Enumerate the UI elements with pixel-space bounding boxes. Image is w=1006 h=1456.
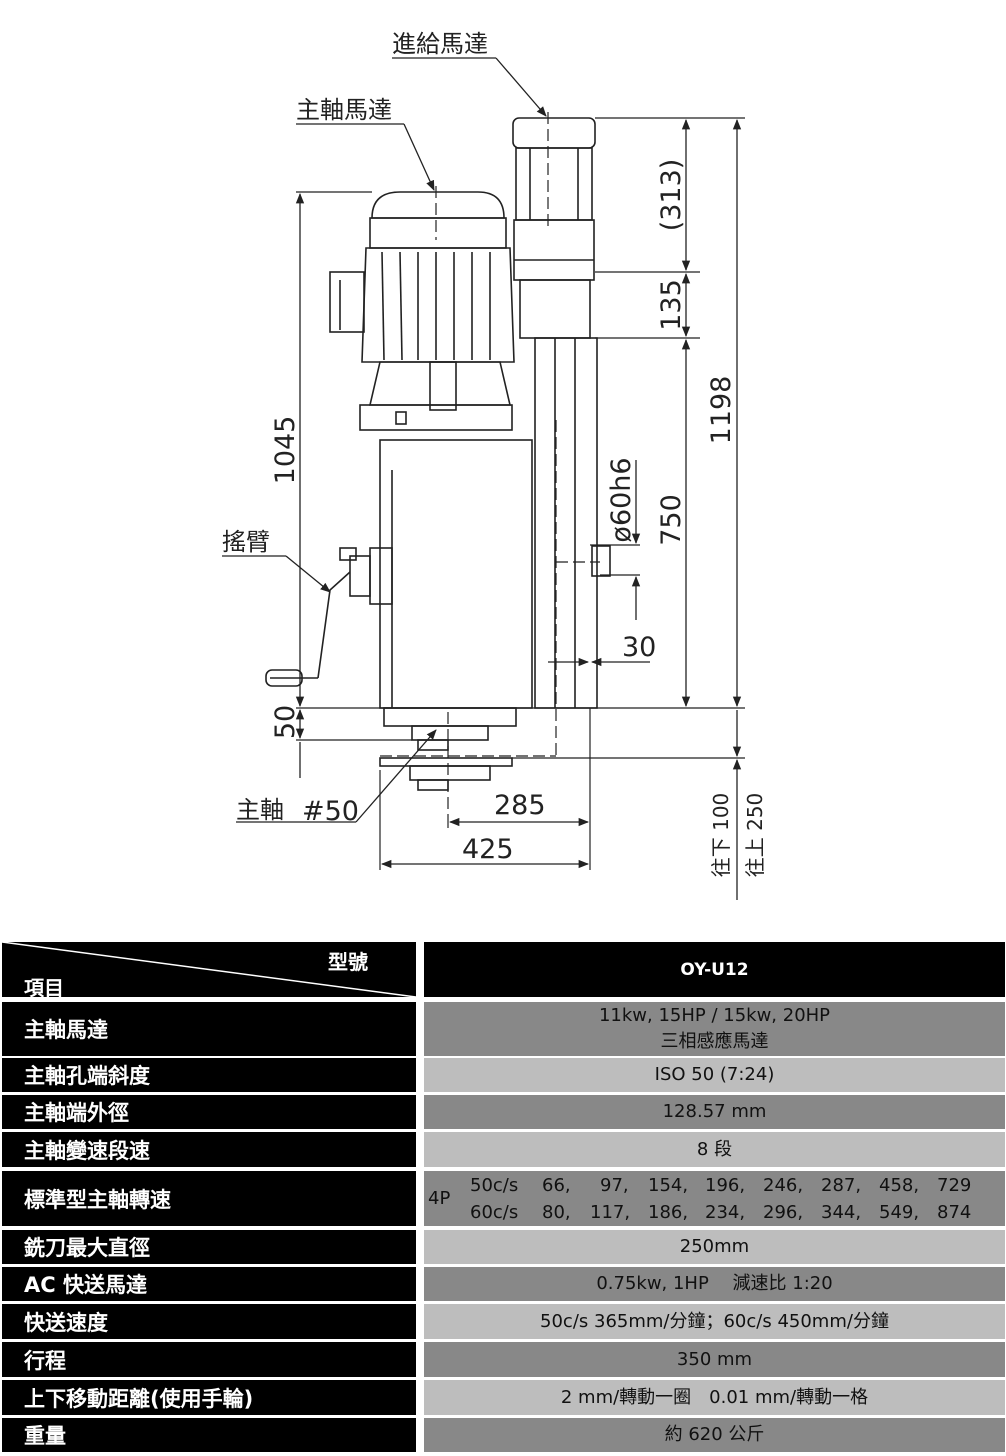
dim-down-100: 往下 100 xyxy=(709,793,733,878)
row-value-line: 250mm xyxy=(679,1236,750,1257)
row-label: 上下移動距離(使用手輪) xyxy=(2,1380,416,1415)
speed-value: 344, xyxy=(821,1202,862,1223)
speed-values: 4P 50c/s 66, 97, 154, 196, 246, 287, 458… xyxy=(424,1171,1005,1226)
drawing-svg: 進給馬達 主軸馬達 搖臂 主軸 #50 (313) 135 1198 1045 … xyxy=(222,30,767,900)
row-value: 50c/s 365mm/分鐘；60c/s 450mm/分鐘 xyxy=(424,1304,1005,1339)
row-value: 250mm xyxy=(424,1230,1005,1264)
header-diagonal xyxy=(2,942,416,997)
table-header-item: 型號 項目 xyxy=(2,942,416,997)
row-label: 銑刀最大直徑 xyxy=(2,1230,416,1264)
row-value: 0.75kw, 1HP 減速比 1:20 xyxy=(424,1267,1005,1301)
row-value-line: 350 mm xyxy=(676,1348,753,1370)
label-spindle-motor: 主軸馬達 xyxy=(296,96,392,124)
speed-pole: 4P xyxy=(428,1188,451,1209)
header-model-value: OY-U12 xyxy=(424,942,1005,997)
speed-grid: 4P 50c/s 66, 97, 154, 196, 246, 287, 458… xyxy=(424,1171,1005,1226)
row-label: 主軸變速段速 xyxy=(2,1132,416,1167)
header-model-label: 型號 xyxy=(328,950,368,974)
row-label: 主軸孔端斜度 xyxy=(2,1058,416,1092)
speed-value: 196, xyxy=(705,1175,746,1196)
row-value-line: ISO 50 (7:24) xyxy=(654,1064,775,1085)
header-item-label: 項目 xyxy=(24,976,64,997)
speed-value: 66, xyxy=(542,1175,571,1196)
speed-value: 729 xyxy=(937,1175,972,1196)
row-value-line: 8 段 xyxy=(696,1138,733,1160)
speed-value: 80, xyxy=(542,1202,571,1223)
speed-value: 287, xyxy=(821,1175,862,1196)
row-value-line: 三相感應馬達 xyxy=(660,1031,769,1052)
speed-value: 874 xyxy=(937,1202,972,1223)
row-value-line: 128.57 mm xyxy=(662,1101,767,1122)
speed-value: 97, xyxy=(600,1175,629,1196)
speed-value: 246, xyxy=(763,1175,804,1196)
speed-freq-50: 50c/s xyxy=(470,1175,519,1196)
row-value-line: 2 mm/轉動一圈 0.01 mm/轉動一格 xyxy=(560,1386,869,1408)
dim-60h6: ø60h6 xyxy=(606,457,637,542)
dim-1045: 1045 xyxy=(270,416,301,485)
dim-1198: 1198 xyxy=(706,376,737,445)
row-value: 8 段 xyxy=(424,1132,1005,1167)
dim-50: 50 xyxy=(270,705,301,739)
row-label: 快送速度 xyxy=(2,1304,416,1339)
dim-425: 425 xyxy=(462,834,514,865)
center-lines xyxy=(380,112,600,822)
row-value: 350 mm xyxy=(424,1342,1005,1377)
row-label: 主軸馬達 xyxy=(2,1002,416,1056)
row-value: 128.57 mm xyxy=(424,1095,1005,1129)
dim-313: (313) xyxy=(656,159,687,232)
row-value: 約 620 公斤 xyxy=(424,1418,1005,1452)
row-value-line: 約 620 公斤 xyxy=(664,1424,765,1445)
machine-outline xyxy=(265,117,611,791)
row-label: AC 快送馬達 xyxy=(2,1267,416,1301)
speed-freq-60: 60c/s xyxy=(470,1202,519,1223)
row-label: 行程 xyxy=(2,1342,416,1377)
speed-value: 154, xyxy=(648,1175,689,1196)
extension-lines xyxy=(296,117,745,870)
technical-drawing: 進給馬達 主軸馬達 搖臂 主軸 #50 (313) 135 1198 1045 … xyxy=(222,30,767,900)
label-feed-motor: 進給馬達 xyxy=(392,30,488,58)
row-value-line: 50c/s 365mm/分鐘；60c/s 450mm/分鐘 xyxy=(540,1310,889,1332)
label-spindle-taper: #50 xyxy=(302,796,359,827)
row-value-line: 0.75kw, 1HP 減速比 1:20 xyxy=(596,1273,833,1294)
dimension-lines xyxy=(295,118,742,900)
dim-135: 135 xyxy=(656,279,687,331)
row-value: ISO 50 (7:24) xyxy=(424,1058,1005,1092)
dim-285: 285 xyxy=(494,790,546,821)
row-value-line: 11kw, 15HP / 15kw, 20HP xyxy=(598,1005,831,1026)
dim-750: 750 xyxy=(656,494,687,546)
speed-value: 234, xyxy=(705,1202,746,1223)
speed-value: 296, xyxy=(763,1202,804,1223)
row-label: 重量 xyxy=(2,1418,416,1452)
speed-value: 186, xyxy=(648,1202,689,1223)
leader-lines xyxy=(222,57,547,823)
row-value: 11kw, 15HP / 15kw, 20HP 三相感應馬達 xyxy=(424,1002,1005,1056)
row-label: 標準型主軸轉速 xyxy=(2,1171,416,1226)
row-value: 2 mm/轉動一圈 0.01 mm/轉動一格 xyxy=(424,1380,1005,1415)
row-label: 主軸端外徑 xyxy=(2,1095,416,1129)
label-spindle: 主軸 xyxy=(236,796,284,824)
speed-value: 458, xyxy=(879,1175,920,1196)
speed-value: 549, xyxy=(879,1202,920,1223)
speed-value: 117, xyxy=(590,1202,631,1223)
dim-up-250: 往上 250 xyxy=(743,793,767,878)
dim-30: 30 xyxy=(622,632,656,663)
label-handle: 搖臂 xyxy=(222,528,270,556)
